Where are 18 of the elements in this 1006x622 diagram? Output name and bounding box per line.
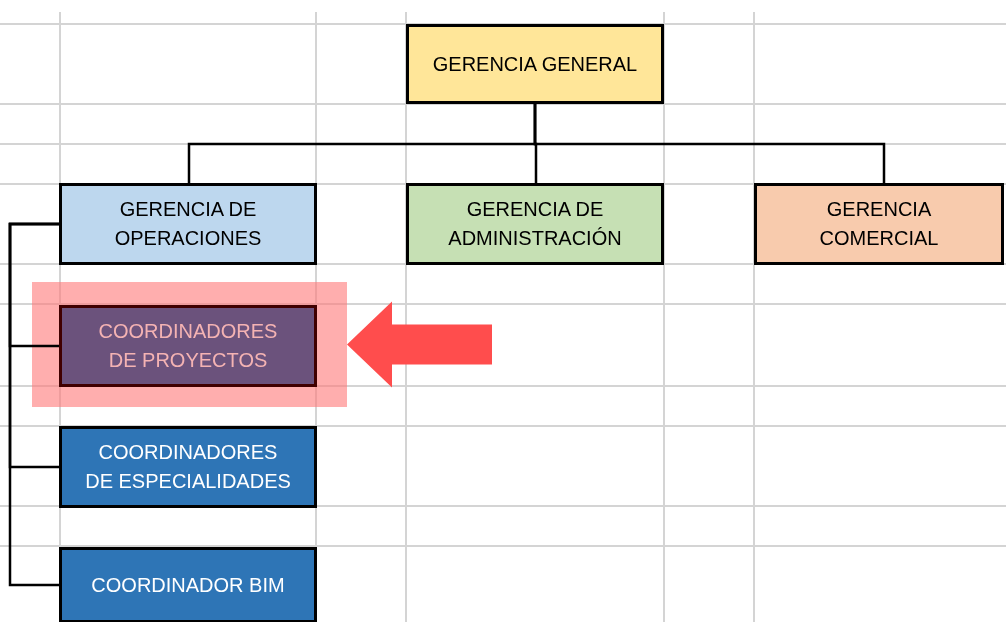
org-box — [406, 24, 664, 104]
box-label: COORDINADORES DE ESPECIALIDADES — [84, 440, 292, 494]
box-label: GERENCIA DE OPERACIONES — [113, 197, 263, 251]
highlight-band — [32, 282, 347, 407]
box-label: COORDINADOR BIM — [91, 572, 285, 598]
box-label: GERENCIA COMERCIAL — [818, 197, 940, 251]
box-label: GERENCIA DE ADMINISTRACIÓN — [447, 197, 623, 251]
org-box — [59, 305, 317, 387]
org-box — [59, 547, 317, 622]
org-box — [59, 183, 317, 265]
box-label: GERENCIA GENERAL — [432, 51, 638, 77]
org-box — [754, 183, 1004, 265]
big-arrow — [347, 301, 492, 388]
connector-line — [533, 104, 886, 183]
org-box — [59, 426, 317, 508]
box-label: COORDINADORES DE PROYECTOS — [97, 319, 279, 373]
connector-line — [8, 222, 59, 587]
org-box — [406, 183, 664, 265]
